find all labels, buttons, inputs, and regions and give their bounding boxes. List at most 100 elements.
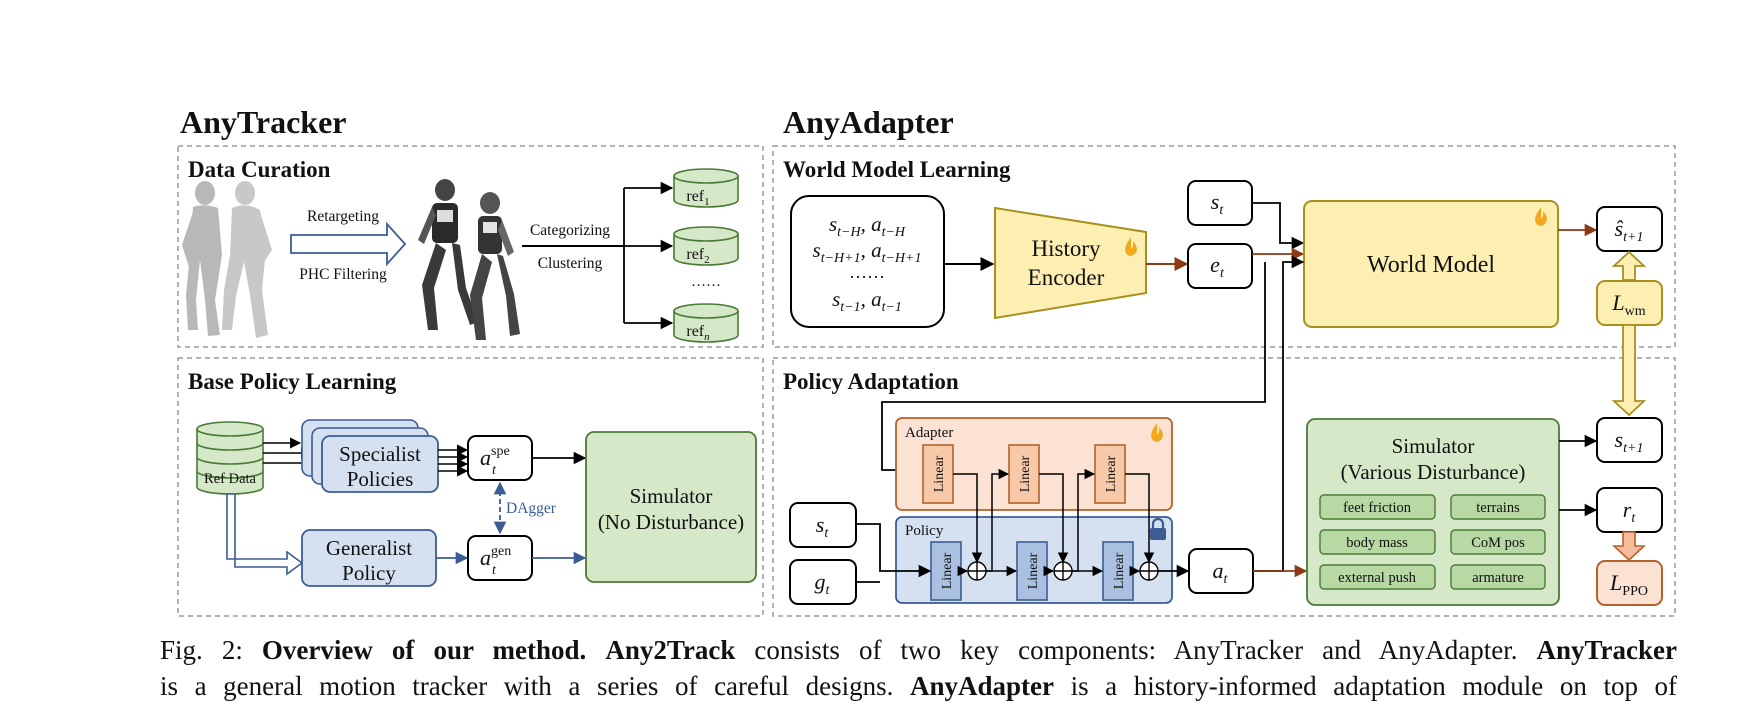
svg-text:t: t — [492, 463, 497, 478]
l-ppo-box — [1596, 560, 1663, 606]
ref-n-subscript: n — [704, 331, 710, 343]
clustering-label: Clustering — [538, 255, 603, 272]
simulator-no-disturbance — [585, 431, 757, 583]
disturbance-external-push — [1319, 564, 1436, 590]
svg-text:feet friction: feet friction — [1343, 500, 1412, 516]
svg-text:st: st — [1211, 189, 1225, 218]
svg-text:st−1, at−1: st−1, at−1 — [832, 287, 902, 315]
svg-text:armature: armature — [1472, 570, 1524, 586]
policy-adaptation-title: Policy Adaptation — [783, 369, 959, 394]
svg-text:(No Disturbance): (No Disturbance) — [598, 510, 744, 534]
generalist-input-arrow — [226, 493, 304, 576]
ref-2-cylinder: ref2 — [673, 226, 739, 266]
svg-text:Simulator: Simulator — [1392, 434, 1475, 458]
caption-bold-overview: Overview of our method. — [261, 635, 587, 665]
svg-text:st−H+1, at−H+1: st−H+1, at−H+1 — [813, 238, 922, 266]
disturbance-com-pos — [1450, 529, 1546, 555]
world-model-label: World Model — [1367, 252, 1495, 278]
ref-1-subscript: 1 — [704, 196, 710, 208]
svg-text:terrains: terrains — [1476, 500, 1520, 516]
history-box — [790, 195, 945, 328]
svg-text:st+1: st+1 — [1615, 427, 1644, 456]
svg-text:Lwm: Lwm — [1611, 290, 1645, 319]
method-overview-diagram: AnyTracker AnyAdapter Data Curation Base… — [177, 104, 1676, 617]
s-next-box — [1596, 417, 1663, 463]
world-model-panel — [772, 145, 1676, 348]
world-model-flame-icon — [1535, 207, 1547, 226]
svg-text:Linear: Linear — [1112, 552, 1127, 589]
history-encoder-block — [994, 206, 1147, 320]
caption-bold-anyadapter: AnyAdapter — [909, 671, 1054, 701]
ref-n-label: ref — [686, 323, 704, 340]
disturbance-terrains — [1450, 494, 1546, 520]
e-t-box — [1187, 243, 1253, 289]
base-policy-panel — [177, 357, 764, 617]
categorizing-label: Categorizing — [530, 222, 610, 239]
sum-node-2 — [1053, 561, 1073, 581]
ref-data-label: Ref Data — [204, 471, 256, 487]
svg-text:Generalist: Generalist — [326, 536, 412, 560]
adapter-linear-3 — [1094, 444, 1126, 504]
world-model-title: World Model Learning — [783, 157, 1011, 182]
svg-text:Linear: Linear — [1026, 552, 1041, 589]
svg-text:Simulator: Simulator — [630, 484, 713, 508]
svg-text:CoM pos: CoM pos — [1471, 535, 1525, 551]
svg-text:st−H, at−H: st−H, at−H — [829, 212, 906, 240]
caption-bold-anytracker: AnyTracker — [1536, 635, 1678, 665]
retargeting-label: Retargeting — [307, 208, 379, 225]
svg-text:LPPO: LPPO — [1609, 570, 1648, 599]
history-encoder-label-1: History — [1032, 236, 1102, 261]
lppo-arrow — [1611, 531, 1647, 562]
caption-line-2: is a general motion tracker with a serie… — [160, 668, 1677, 704]
phc-filtering-label: PHC Filtering — [299, 266, 387, 283]
svg-text:aspe: aspe — [480, 444, 510, 470]
ref-n-cylinder: refn — [673, 303, 739, 343]
base-policy-title: Base Policy Learning — [188, 369, 397, 394]
svg-text:Specialist: Specialist — [339, 442, 421, 466]
svg-text:……: …… — [849, 262, 885, 282]
anytracker-title: AnyTracker — [180, 104, 346, 140]
frozen-lock-icon — [1150, 517, 1166, 540]
ref-ellipsis: …… — [691, 274, 721, 290]
svg-text:refn: refn — [686, 323, 710, 343]
svg-text:rt: rt — [1623, 497, 1637, 526]
adapter-flame-icon — [1151, 423, 1163, 442]
lwm-up-arrow — [1611, 250, 1647, 281]
svg-text:Linear: Linear — [940, 552, 955, 589]
svg-text:Linear: Linear — [1018, 455, 1033, 492]
svg-text:t: t — [492, 563, 497, 578]
svg-text:Linear: Linear — [932, 455, 947, 492]
s-hat-box — [1596, 206, 1663, 252]
disturbance-feet-friction — [1319, 494, 1436, 520]
ref-1-label: ref — [686, 188, 704, 205]
caption-text-2: is a general motion tracker with a serie… — [160, 671, 894, 701]
retargeting-arrow — [290, 221, 407, 267]
svg-text:external push: external push — [1338, 570, 1416, 586]
trainable-flame-icon — [1125, 237, 1137, 256]
anyadapter-title: AnyAdapter — [783, 104, 954, 140]
robot-figures-image — [418, 179, 520, 340]
svg-text:Policy: Policy — [342, 561, 396, 585]
adapter-label: Adapter — [905, 425, 953, 441]
caption-fig-label: Fig. 2: — [160, 635, 243, 665]
svg-text:gt: gt — [815, 569, 831, 598]
human-figures-image — [182, 181, 272, 338]
ref-2-label: ref — [686, 246, 704, 263]
svg-text:st: st — [816, 512, 830, 541]
sum-node-3 — [1139, 561, 1159, 581]
svg-text:ref2: ref2 — [686, 246, 709, 266]
svg-text:agen: agen — [480, 544, 511, 570]
history-encoder-label-2: Encoder — [1028, 265, 1105, 290]
svg-text:body mass: body mass — [1346, 535, 1408, 551]
ref-1-cylinder: ref1 — [673, 168, 739, 208]
caption-text-3: is a history-informed adaptation module … — [1070, 671, 1678, 701]
policy-label: Policy — [905, 523, 944, 539]
data-curation-panel — [177, 145, 764, 348]
svg-text:at: at — [1213, 558, 1229, 587]
disturbance-body-mass — [1319, 529, 1436, 555]
caption-bold-any2track: Any2Track — [605, 635, 736, 665]
policy-adaptation-panel — [772, 357, 1676, 617]
svg-text:ref1: ref1 — [686, 188, 709, 208]
pa-s-t-box — [789, 502, 857, 548]
lwm-down-arrow — [1611, 324, 1647, 417]
